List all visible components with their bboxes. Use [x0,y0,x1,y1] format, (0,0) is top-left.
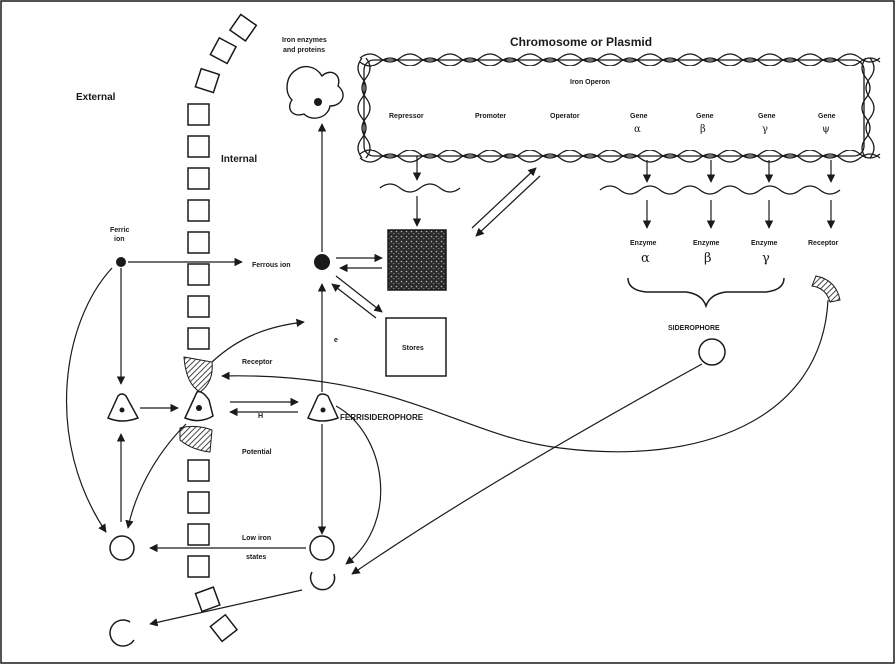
siderophore-icon [699,339,725,365]
enzyme-beta-label: Enzyme [693,240,720,247]
gene-alpha-symbol: α [634,124,641,135]
ferrous-to-stores-arrow [336,276,382,312]
ferrous-ion-icon [314,254,330,270]
repressor-operator-binding-arrows [472,168,540,236]
bound-iron-dot [196,405,202,411]
receptor-product-label: Receptor [808,240,839,247]
chromosome-inner-fill [372,66,858,150]
cell-membrane [188,14,256,641]
membrane-segment [195,587,219,611]
gene-alpha-label: Gene [630,113,648,120]
enzyme-alpha-label: Enzyme [630,240,657,247]
curved-flow-arrows [67,268,828,574]
membrane-segment [188,328,209,349]
repressor-protein-icon [388,230,446,290]
enzyme-beta-symbol: β [704,251,712,266]
potential-label: Potential [242,449,272,456]
low-iron-open-siderophore-icon [311,572,335,590]
low-iron-siderophore-icon [310,536,334,560]
membrane-segment [188,556,209,577]
ferrisiderophore-to-low-iron-curve-arrow [336,406,381,564]
membrane-to-low-iron-arrow [128,424,186,528]
chromosome-title: Chromosome or Plasmid [510,35,652,49]
ferrisiderophore-iron-dot [321,408,326,413]
enzyme-alpha-symbol: α [641,251,650,266]
membrane-receptor-top [184,357,212,392]
membrane-segment [188,232,209,253]
siderophore-to-low-iron-arrow [352,364,702,574]
membrane-segment [188,136,209,157]
external-label: External [76,92,116,103]
receptor-label: Receptor [242,359,273,366]
membrane-segment [210,38,236,64]
membrane-segment [188,264,209,285]
enzyme-iron-dot [314,98,322,106]
stores-to-ferrous-arrow [332,284,376,318]
e-minus-label: e [334,337,338,344]
external-ferrisiderophore-icon [108,394,138,421]
stores-label: Stores [402,345,424,352]
membrane-segment [188,296,209,317]
iron-flow-arrows [121,124,382,624]
enzyme-gamma-symbol: γ [762,251,770,266]
equilibrium-arrows [230,402,298,412]
receptor-to-ferrous-curve-arrow [212,322,304,362]
receptor-product-icon [812,276,840,302]
ferric-ion-icon [116,257,126,267]
membrane-segment [188,524,209,545]
internal-label: Internal [221,154,257,165]
ferric-ion-label: Ferric [110,227,130,234]
released-siderophore-icon [110,620,134,646]
iron-enzymes-label-line2: and proteins [283,47,325,54]
siderophore-label: SIDEROPHORE [668,325,720,332]
membrane-segment [230,14,256,40]
enzymes-brace [628,278,784,306]
operator-label: Operator [550,113,580,120]
membrane-segment [188,104,209,125]
gene-gamma-symbol: γ [762,124,768,135]
operon-mrna [600,186,840,194]
membrane-segment [188,200,209,221]
promoter-label: Promoter [475,113,506,120]
ferric-to-low-iron-arrow [67,268,112,532]
gene-gamma-label: Gene [758,113,776,120]
iron-operon-label: Iron Operon [570,79,610,86]
external-complex-iron-dot [120,408,125,413]
membrane-segment [210,615,237,642]
external-low-iron-siderophore-icon [110,536,134,560]
membrane-segment [188,492,209,513]
gene-psi-label: Gene [818,113,836,120]
iron-enzymes-label: Iron enzymes [282,37,327,44]
gene-psi-symbol: ψ [822,124,830,135]
h-plus-label: H [258,413,263,420]
membrane-segment [188,168,209,189]
ferrisiderophore-label: FERRISIDEROPHORE [340,413,424,422]
ferrous-ion-label: Ferrous ion [252,262,291,269]
gene-beta-label: Gene [696,113,714,120]
repressor-mrna [380,184,460,192]
repressor-label: Repressor [389,113,424,120]
gene-beta-symbol: β [700,124,706,135]
iron-enzyme-protein-icon [287,67,343,119]
membrane-segment [188,460,209,481]
ferric-ion-label-line2: ion [114,236,125,243]
membrane-segment [195,69,219,93]
siderophore-to-receptor-arrow [222,300,828,452]
membrane-receptor-bottom [180,426,212,452]
low-iron-states-label-line2: states [246,554,266,561]
mrna-transcripts [380,184,840,194]
enzyme-gamma-label: Enzyme [751,240,778,247]
low-iron-states-label: Low iron [242,535,271,542]
